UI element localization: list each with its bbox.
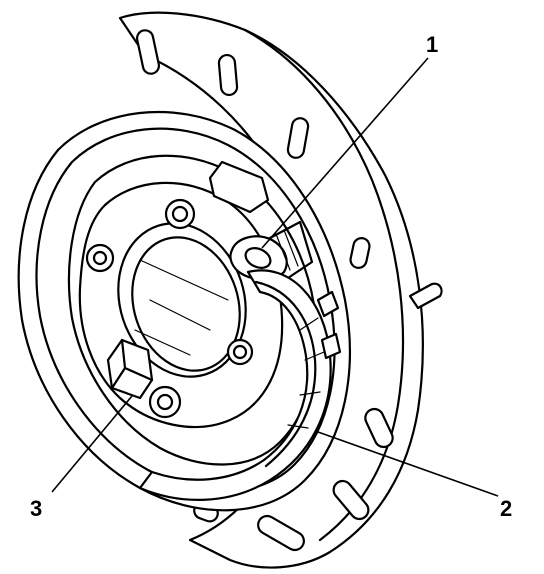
flange-slots — [135, 29, 394, 552]
mounting-bolts — [85, 198, 254, 419]
hub-opening — [117, 222, 247, 378]
anchor-bracket — [106, 338, 154, 400]
wheel-stud — [408, 282, 443, 310]
callout-2-leader — [317, 431, 499, 497]
brake-shoe — [138, 269, 342, 501]
callout-3: 3 — [30, 496, 42, 521]
callout-1-leader — [261, 57, 429, 249]
callout-1: 1 — [426, 32, 438, 57]
callout-2: 2 — [500, 496, 512, 521]
adjuster-assembly — [208, 160, 314, 281]
callout-3-leader — [51, 395, 133, 493]
